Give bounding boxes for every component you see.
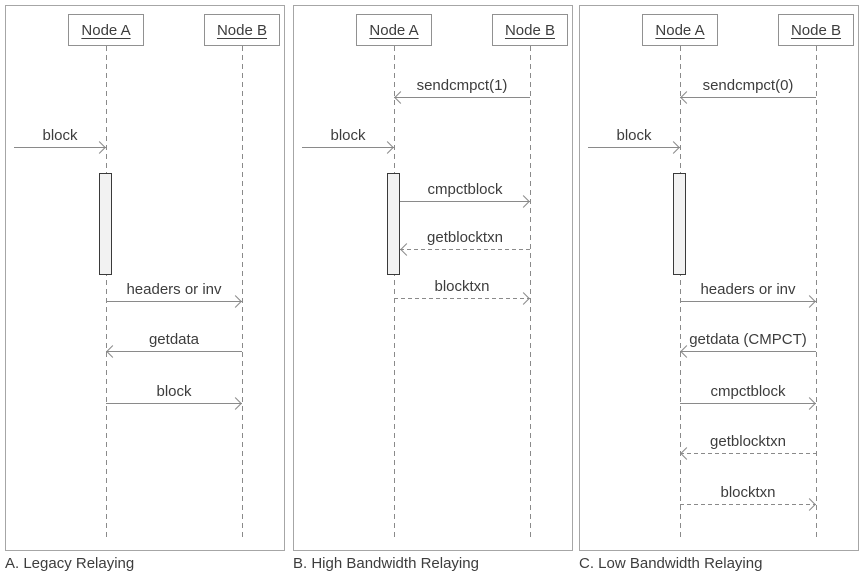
message-arrow-sendcmpct0: sendcmpct(0) (680, 77, 816, 104)
node-a-box: Node A (642, 14, 718, 46)
panel-high-bandwidth-frame: Node A Node B sendcmpct(1) block cmpctbl… (293, 5, 573, 551)
node-b-box: Node B (492, 14, 568, 46)
message-arrow-getblocktxn: getblocktxn (400, 229, 530, 256)
message-label: block (156, 383, 192, 400)
lifeline-node-a (680, 46, 681, 541)
panel-low-bandwidth-relaying: Node A Node B sendcmpct(0) block headers… (579, 5, 859, 572)
message-arrow-getdata-cmpct: getdata (CMPCT) (680, 331, 816, 358)
panel-caption: C. Low Bandwidth Relaying (579, 555, 763, 572)
panel-caption: A. Legacy Relaying (5, 555, 135, 572)
message-label: getdata (148, 331, 200, 348)
activation-bar (673, 173, 686, 275)
message-arrow-getblocktxn: getblocktxn (680, 433, 816, 460)
lifeline-node-a (106, 46, 107, 541)
panel-legacy-frame: Node A Node B block headers or inv getda… (5, 5, 285, 551)
message-label: block (330, 127, 366, 144)
activation-bar (387, 173, 400, 275)
message-label: getblocktxn (710, 433, 786, 450)
message-label: sendcmpct(1) (416, 77, 508, 94)
node-b-box: Node B (204, 14, 280, 46)
panel-legacy-relaying: Node A Node B block headers or inv getda… (5, 5, 285, 572)
message-label: getdata (CMPCT) (689, 331, 807, 348)
message-label: cmpctblock (710, 383, 786, 400)
message-arrow-headers-or-inv: headers or inv (680, 281, 816, 308)
message-arrow-blocktxn: blocktxn (394, 278, 530, 305)
node-b-label: Node B (504, 21, 556, 39)
panel-caption: B. High Bandwidth Relaying (293, 555, 479, 572)
message-arrow-sendcmpct1: sendcmpct(1) (394, 77, 530, 104)
message-label: blocktxn (720, 484, 776, 501)
panel-low-bandwidth-frame: Node A Node B sendcmpct(0) block headers… (579, 5, 859, 551)
node-b-label: Node B (790, 21, 842, 39)
incoming-block-arrow: block (588, 127, 680, 154)
node-b-label: Node B (216, 21, 268, 39)
node-a-box: Node A (356, 14, 432, 46)
activation-bar (99, 173, 112, 275)
incoming-block-arrow: block (302, 127, 394, 154)
node-a-label: Node A (369, 21, 419, 39)
lifeline-node-a (394, 46, 395, 541)
message-arrow-block: block (106, 383, 242, 410)
lifeline-node-b (530, 46, 531, 541)
message-arrow-getdata: getdata (106, 331, 242, 358)
lifeline-node-b (816, 46, 817, 541)
message-label: blocktxn (434, 278, 490, 295)
node-b-box: Node B (778, 14, 854, 46)
message-label: block (42, 127, 78, 144)
node-a-label: Node A (655, 21, 705, 39)
message-label: cmpctblock (427, 181, 503, 198)
panel-high-bandwidth-relaying: Node A Node B sendcmpct(1) block cmpctbl… (293, 5, 573, 572)
message-arrow-blocktxn: blocktxn (680, 484, 816, 511)
message-label: headers or inv (700, 281, 796, 298)
message-label: sendcmpct(0) (702, 77, 794, 94)
message-arrow-cmpctblock: cmpctblock (400, 181, 530, 208)
message-arrow-headers-or-inv: headers or inv (106, 281, 242, 308)
message-arrow-cmpctblock: cmpctblock (680, 383, 816, 410)
message-label: headers or inv (126, 281, 222, 298)
message-label: block (616, 127, 652, 144)
message-label: getblocktxn (427, 229, 503, 246)
node-a-label: Node A (81, 21, 131, 39)
incoming-block-arrow: block (14, 127, 106, 154)
lifeline-node-b (242, 46, 243, 541)
node-a-box: Node A (68, 14, 144, 46)
